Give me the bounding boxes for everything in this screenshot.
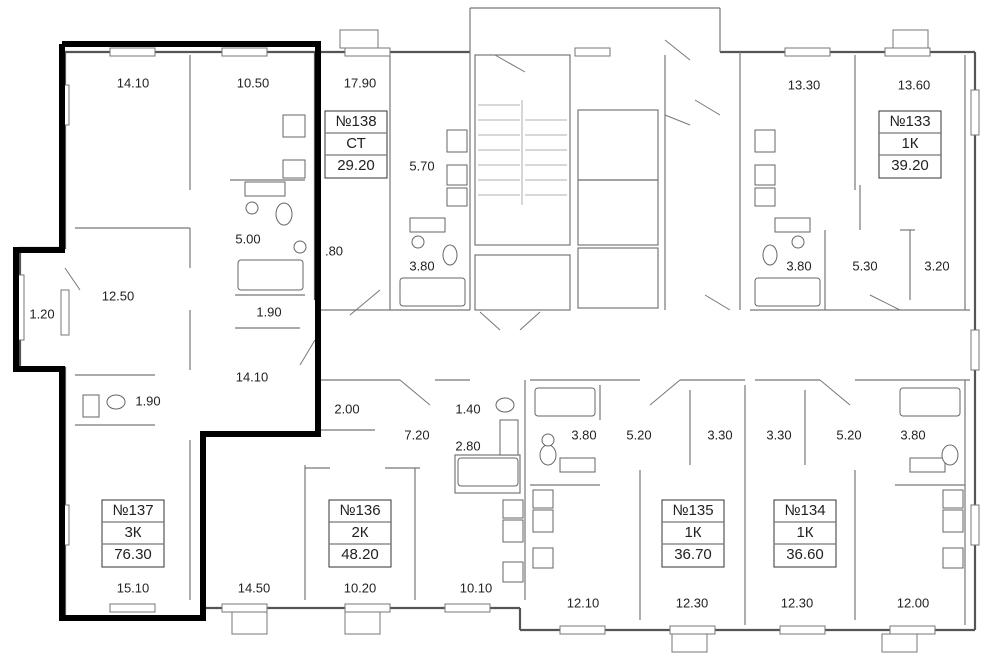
doors <box>64 39 901 406</box>
apartment-label-135[interactable]: №135 1К 36.70 <box>661 499 725 568</box>
room-area: 14.10 <box>117 75 150 90</box>
room-area: 5.30 <box>852 258 877 273</box>
room-area: 1.40 <box>455 401 480 416</box>
staircase <box>478 100 567 205</box>
apartment-number: №135 <box>672 502 713 519</box>
room-area: 15.10 <box>117 580 150 595</box>
room-area: 12.10 <box>567 595 600 610</box>
apartment-type: 1К <box>796 524 813 541</box>
room-area: 10.10 <box>460 580 493 595</box>
room-area: 12.30 <box>676 595 709 610</box>
fixtures <box>82 114 964 583</box>
apartment-area: 36.70 <box>674 546 712 563</box>
apartment-number: №138 <box>335 113 376 130</box>
apartment-label-134[interactable]: №134 1К 36.60 <box>773 499 837 568</box>
room-area: 5.20 <box>626 427 651 442</box>
room-area: 3.80 <box>409 258 434 273</box>
apartment-type: 1К <box>684 524 701 541</box>
apartment-number: №134 <box>784 502 825 519</box>
room-area: 5.70 <box>409 158 434 173</box>
apartment-label-133[interactable]: №133 1К 39.20 <box>878 110 942 179</box>
room-area: 14.50 <box>238 580 271 595</box>
selected-apartment-outline <box>13 41 321 621</box>
room-area: 12.00 <box>897 595 930 610</box>
room-area: .80 <box>325 243 343 258</box>
apartment-area: 76.30 <box>114 546 152 563</box>
apartment-area: 29.20 <box>337 157 375 174</box>
room-area: 5.20 <box>836 427 861 442</box>
room-area: 13.60 <box>898 77 931 92</box>
room-area: 3.80 <box>571 427 596 442</box>
room-area: 5.00 <box>235 231 260 246</box>
room-area: 2.80 <box>455 438 480 453</box>
apartment-type: 2К <box>351 524 368 541</box>
apartment-label-138[interactable]: №138 СТ 29.20 <box>324 110 388 179</box>
room-area: 10.50 <box>237 75 270 90</box>
interior-walls <box>75 52 970 625</box>
apartment-label-137[interactable]: №137 3К 76.30 <box>101 499 165 568</box>
room-area-labels: 14.10 10.50 5.00 12.50 1.90 1.20 14.10 1… <box>29 75 949 610</box>
room-area: 3.30 <box>707 427 732 442</box>
apartment-area: 36.60 <box>786 546 824 563</box>
apartment-area: 48.20 <box>341 546 379 563</box>
room-area: 1.90 <box>256 304 281 319</box>
room-area: 3.20 <box>924 258 949 273</box>
room-area: 14.10 <box>236 369 269 384</box>
apartment-number: №136 <box>339 502 380 519</box>
apartment-label-136[interactable]: №136 2К 48.20 <box>328 499 392 568</box>
room-area: 10.20 <box>344 580 377 595</box>
room-area: 1.90 <box>135 393 160 408</box>
apartment-type: 1К <box>901 135 918 152</box>
room-area: 12.50 <box>102 288 135 303</box>
room-area: 3.80 <box>900 427 925 442</box>
apartment-area: 39.20 <box>891 157 929 174</box>
apartment-type: СТ <box>346 135 366 152</box>
apartment-number: №133 <box>889 113 930 130</box>
room-area: 2.00 <box>334 401 359 416</box>
room-area: 1.20 <box>29 306 54 321</box>
apartment-number: №137 <box>112 502 153 519</box>
room-area: 7.20 <box>404 427 429 442</box>
apartment-type: 3К <box>124 524 141 541</box>
room-area: 13.30 <box>788 77 821 92</box>
room-area: 17.90 <box>344 75 377 90</box>
room-area: 3.30 <box>766 427 791 442</box>
windows <box>15 29 980 653</box>
room-area: 3.80 <box>786 258 811 273</box>
room-area: 12.30 <box>781 595 814 610</box>
